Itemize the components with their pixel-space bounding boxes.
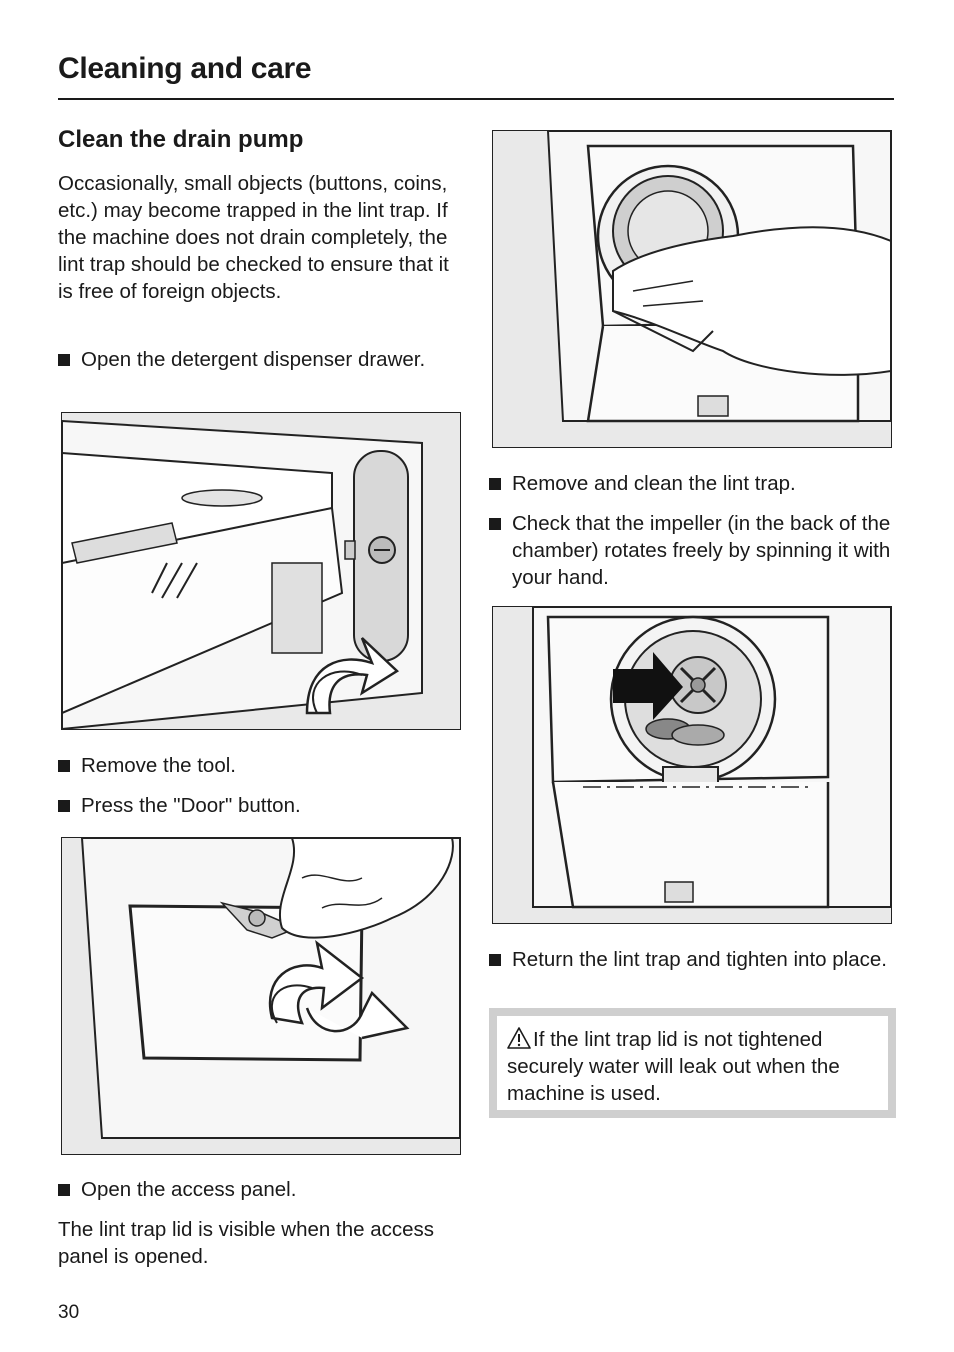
step-remove-clean: Remove and clean the lint trap. bbox=[489, 470, 912, 497]
step-remove-tool: Remove the tool. bbox=[58, 752, 471, 779]
bullet-square-icon bbox=[489, 478, 501, 490]
warning-triangle-icon bbox=[507, 1027, 531, 1049]
step-text: Return the lint trap and tighten into pl… bbox=[512, 948, 887, 971]
bullet-square-icon bbox=[489, 954, 501, 966]
title-divider bbox=[58, 98, 894, 100]
lid-visible-paragraph: The lint trap lid is visible when the ac… bbox=[58, 1218, 435, 1268]
warning-notice: If the lint trap lid is not tightened se… bbox=[489, 1008, 896, 1118]
bullet-square-icon bbox=[58, 354, 70, 366]
bullet-square-icon bbox=[58, 800, 70, 812]
impeller-check-illustration bbox=[492, 606, 892, 924]
bullet-square-icon bbox=[58, 760, 70, 772]
step-text: Check that the impeller (in the back of … bbox=[512, 512, 891, 589]
step-open-drawer: Open the detergent dispenser drawer. bbox=[58, 346, 471, 373]
page-number: 30 bbox=[58, 1302, 80, 1323]
warning-content: If the lint trap lid is not tightened se… bbox=[497, 1016, 888, 1110]
step-text: Remove and clean the lint trap. bbox=[512, 472, 796, 495]
lint-trap-removal-illustration bbox=[492, 130, 892, 448]
step-check-impeller: Check that the impeller (in the back of … bbox=[489, 510, 902, 591]
warning-text: If the lint trap lid is not tightened se… bbox=[507, 1028, 840, 1105]
step-return-trap: Return the lint trap and tighten into pl… bbox=[489, 946, 902, 973]
step-text: Open the detergent dispenser drawer. bbox=[81, 348, 426, 371]
step-open-panel: Open the access panel. bbox=[58, 1176, 471, 1203]
section-heading: Clean the drain pump bbox=[58, 126, 304, 153]
intro-paragraph: Occasionally, small objects (buttons, co… bbox=[58, 172, 449, 303]
detergent-drawer-tool-illustration bbox=[61, 412, 461, 730]
step-text: Remove the tool. bbox=[81, 754, 236, 777]
bullet-square-icon bbox=[58, 1184, 70, 1196]
step-press-door: Press the "Door" button. bbox=[58, 792, 471, 819]
step-text: Press the "Door" button. bbox=[81, 794, 301, 817]
page-title: Cleaning and care bbox=[58, 52, 312, 85]
door-button-press-illustration bbox=[61, 837, 461, 1155]
step-text: Open the access panel. bbox=[81, 1178, 297, 1201]
bullet-square-icon bbox=[489, 518, 501, 530]
